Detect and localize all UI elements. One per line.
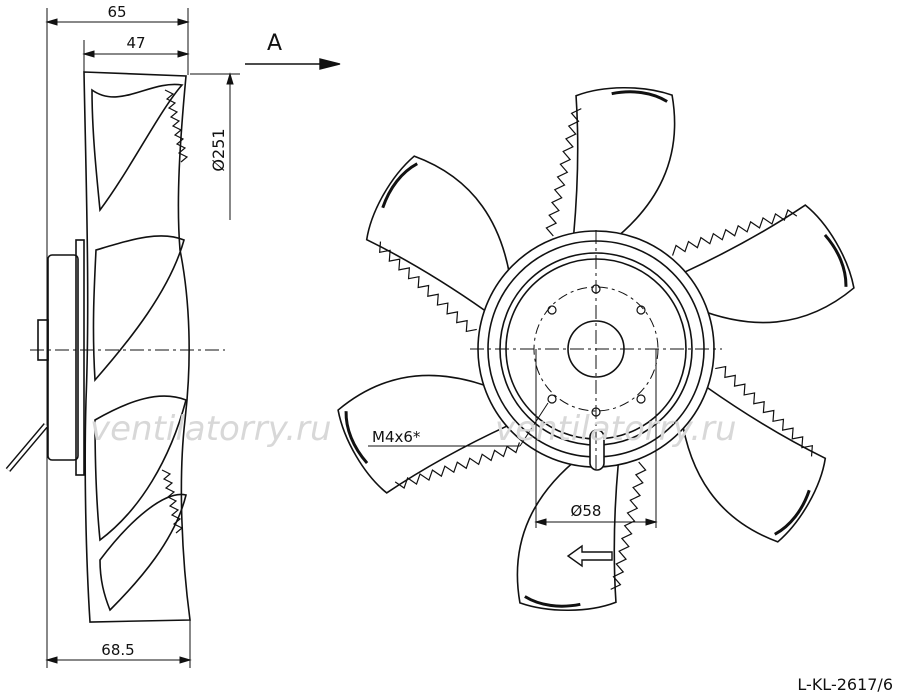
side-blade-2 [92,235,185,382]
side-serration-top [164,89,189,163]
side-view [5,8,240,668]
rotor-plate [75,239,85,476]
fan-blade [545,86,676,243]
bore-diameter-label: Ø58 [571,502,602,520]
overall-width-label: 65 [107,3,126,21]
watermark-right: ventilatorry.ru [495,409,737,449]
view-arrow [245,58,341,70]
front-view [337,86,855,612]
bottom-width-label: 68.5 [101,641,134,659]
shaft-stub [37,319,49,361]
fan-blade [671,204,855,324]
cable-exit [589,429,605,471]
side-blade-3 [94,395,187,542]
view-arrow-label: A [267,31,282,56]
fan-blade [516,455,647,612]
blade-group [337,86,855,612]
side-blade-4 [99,493,187,612]
side-blade-outline [83,71,191,623]
thread-label: M4x6* [372,428,421,446]
hub-width-label: 47 [126,34,145,52]
rotation-arrow [566,544,613,568]
fan-blade [337,374,521,494]
side-dimension-lines [45,8,240,668]
watermark-left: ventilatorry.ru [90,409,332,449]
fan-blade [365,155,512,333]
side-serration-bottom [161,469,184,534]
drawing-code: L-KL-2617/6 [797,675,893,694]
bore-dimension [534,349,658,528]
motor-housing [47,254,79,461]
fan-blade [680,365,827,543]
diameter-label: Ø251 [209,128,228,171]
thread-leader [368,402,549,447]
side-blade-1 [91,83,184,213]
